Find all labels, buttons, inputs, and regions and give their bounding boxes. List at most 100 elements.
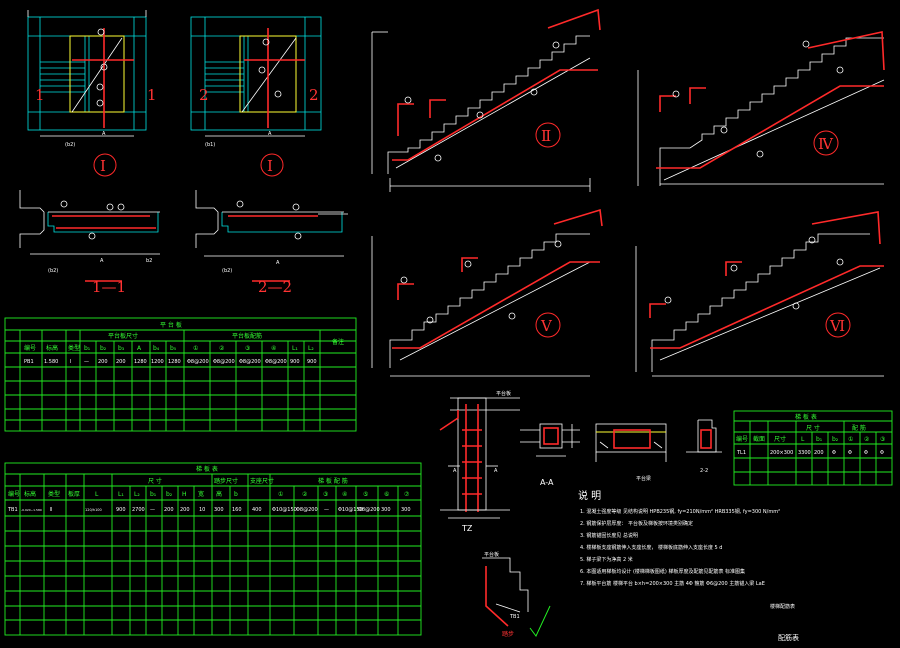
t3-h3: L [801,436,805,443]
svg-text:A: A [453,468,457,474]
tz-label: TZ [461,524,473,533]
t1-group-rebar: 平台板配筋 [232,332,262,340]
t1-c1: 1.580 [44,359,58,365]
t2-c6: — [150,507,155,513]
t1-c2: Ⅰ [70,359,71,365]
t2-c17: Φ8@200 [358,507,380,513]
design-notes: 说 明 1. 混凝土强度等级 见结构说明 HPB235钢, fy=210N/mm… [578,489,799,642]
note-1: 1. 混凝土强度等级 见结构说明 HPB235钢, fy=210N/mm² HR… [580,508,780,515]
stair-table-caption: 楼梯配筋表 [770,603,795,610]
t3-h4: b₁ [816,436,823,443]
t2-c14: Φ8@200 [296,507,318,513]
svg-text:TB1: TB1 [509,614,520,620]
stair-slab-table: 梯 板 表 尺 寸 踏步尺寸 支座尺寸 梯 板 配 筋 编号 标高 类型 板厚 … [4,462,422,636]
t1-h-b4: b₄ [153,345,160,352]
t2-c5: 2700 [132,507,145,513]
t1-c14: 900 [307,359,317,365]
t1-c6: 1280 [134,359,147,365]
t2-c3: 120/h100 [85,508,102,512]
t3-h6: ① [848,436,853,443]
t2-h10: 宽 [198,490,204,498]
t2-h0: 编号 [8,490,20,498]
t1-c0: PB1 [24,359,34,365]
t2-c1: -0.020~1.580 [21,508,42,512]
t1-h-elev: 标高 [46,344,58,352]
stair-section-iv: Ⅳ [637,31,885,186]
stair-label-v: Ⅴ [540,317,553,335]
t2-h11: 高 [216,490,222,498]
t3-h0: 编号 [736,435,748,443]
t2-h12: b [234,491,238,498]
s2-dim-a: A [276,260,280,266]
t1-h-r4: ④ [271,345,276,352]
t3-c1: 200×300 [770,450,793,456]
t3-c4: Φ [832,450,836,456]
column-tz-detail: A A 平台板 TZ [439,390,520,533]
t2-c0: TB1 [7,507,18,513]
note-4: 4. 楼梯板支座钢筋伸入支座长度， 楼梯板底筋伸入支座长度 5 d [580,544,723,551]
t2-h3: 板厚 [68,490,80,498]
svg-text:A: A [494,468,498,474]
t3-c2: 3300 [798,450,811,456]
plan-label-2: Ⅰ [267,157,273,175]
beam-section-detail: 平台梁 [595,423,667,482]
t1-c3: — [84,359,89,365]
t2-c13: Φ10@150 [272,507,297,513]
t1-c4: 200 [98,359,108,365]
t1-c12: Φ8@200 [265,359,287,365]
s1-dim-b2: (b2) [48,268,58,274]
step-end-detail: 平台板 TB1 踏步 [482,551,551,638]
t2-h15: ③ [323,491,328,498]
t2-group-size: 尺 寸 [148,477,162,485]
stair-plan-2: 2 2 A (b1) Ⅰ [190,16,322,177]
t2-h14: ② [302,491,308,498]
platform-slab-table: 平 台 板 平台板尺寸 平台板配筋 备注 编号 标高 类型 b₁ b₂ b₃ A… [4,317,357,432]
t2-h13: ① [278,491,283,498]
t2-c19: 300 [401,507,411,513]
stair-plan-1: 1 1 A (b2) Ⅰ [27,10,157,177]
t2-h6: L₂ [134,491,140,498]
note-5: 5. 梯子梁下为净高 2 米 [580,556,633,563]
beam-table: 梯 板 表 尺 寸 配 筋 编号 截面 尺寸 L b₁ b₂ ① ② ③ TL1… [733,410,893,486]
t2-title: 梯 板 表 [196,465,218,473]
stair-section-v: Ⅴ [371,208,603,377]
note-6: 6. 本图适用梯板均设计 (楼梯梯板图纸) 梯板厚度及配筋见配筋表 标准图集 [580,568,745,575]
t1-c11: Φ8@200 [239,359,261,365]
t2-c12: 400 [252,507,262,513]
t3-c5: Φ [848,450,852,456]
rebar-table-caption: 配筋表 [778,633,799,642]
plan2-dim-a: A [268,131,272,137]
t1-group-size: 平台板尺寸 [108,332,138,340]
t1-h-l1: L₁ [292,345,298,352]
t2-c10: 300 [214,507,224,513]
svg-text:平台梁: 平台梁 [636,475,651,482]
t3-title: 梯 板 表 [795,413,817,421]
t1-h-r2: ② [219,345,225,352]
t2-h4: L [95,491,99,498]
small-section-detail: 2-2 [686,419,722,474]
section-label-2: 2—2 [258,278,292,296]
t2-h18: ⑥ [384,491,389,498]
t1-h-a: A [137,345,142,352]
t1-c9: Φ8@200 [187,359,209,365]
aa-label: A-A [540,478,554,487]
stair-label-vi: Ⅵ [829,317,845,335]
svg-text:1: 1 [147,86,157,104]
svg-text:2: 2 [199,86,209,104]
section-label-1: 1—1 [92,278,126,296]
t1-c7: 1200 [151,359,164,365]
section-aa-detail: A-A [520,423,580,487]
t3-c3: 200 [814,450,824,456]
t1-h-b3: b₃ [118,345,125,352]
t2-group-step: 踏步尺寸 [214,477,238,485]
t3-h8: ③ [880,436,885,443]
t2-c8: 200 [180,507,190,513]
t3-h7: ② [864,436,870,443]
t1-c5: 200 [116,359,126,365]
t2-c16: Φ10@150 [338,507,363,513]
plan-dim-a: A [102,131,106,137]
t1-h-b5: b₅ [170,345,177,352]
t2-h9: H [182,491,187,498]
t2-h19: ⑦ [404,491,410,498]
